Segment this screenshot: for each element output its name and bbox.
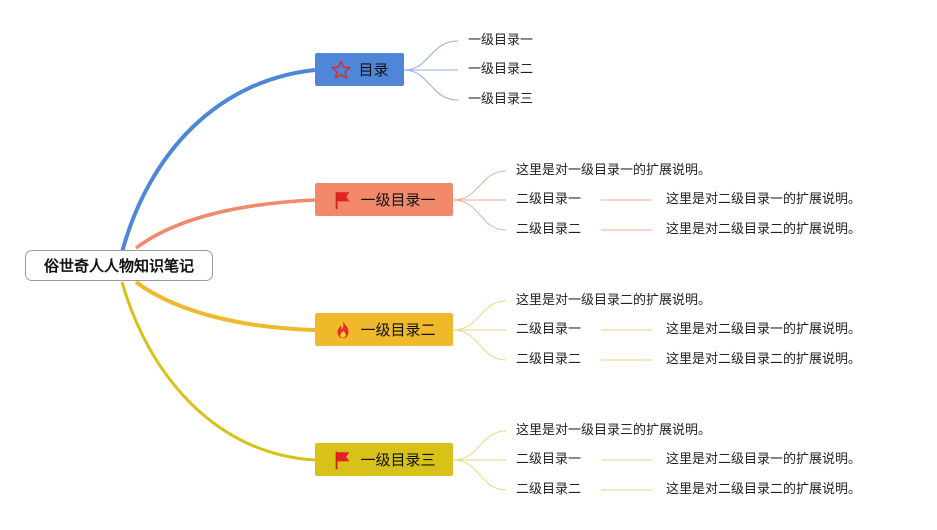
branch-3-node[interactable]: 一级目录三	[315, 443, 453, 476]
toc-item-1[interactable]: 一级目录一	[468, 33, 534, 48]
branch-2-child-2[interactable]: 二级目录二	[516, 352, 582, 367]
branch-2-child-1[interactable]: 二级目录一	[516, 322, 582, 337]
connector-b1-desc	[452, 170, 507, 201]
root-label: 俗世奇人人物知识笔记	[43, 257, 194, 275]
connector-toc-item-1	[403, 40, 459, 71]
branch-1-node[interactable]: 一级目录一	[315, 183, 453, 216]
flag-icon	[332, 189, 354, 211]
branch-3-child-2[interactable]: 二级目录二	[516, 482, 582, 497]
branch-1-child-2[interactable]: 二级目录二	[516, 222, 582, 237]
branch-1-child-1-note[interactable]: 这里是对二级目录一的扩展说明。	[666, 192, 862, 207]
connector-root-toc	[120, 68, 316, 253]
toc-node[interactable]: 目录	[315, 53, 404, 86]
branch-3-label: 一级目录三	[360, 451, 436, 469]
fire-icon	[332, 319, 354, 341]
branch-2-child-2-note[interactable]: 这里是对二级目录二的扩展说明。	[666, 352, 862, 367]
branch-2-node[interactable]: 一级目录二	[315, 313, 453, 346]
branch-3-description[interactable]: 这里是对一级目录三的扩展说明。	[516, 423, 712, 438]
branch-1-label: 一级目录一	[360, 191, 436, 209]
branch-3-child-1[interactable]: 二级目录一	[516, 452, 582, 467]
branch-2-description[interactable]: 这里是对一级目录二的扩展说明。	[516, 293, 712, 308]
connector-root-branch-1	[134, 198, 316, 250]
branch-1-description[interactable]: 这里是对一级目录一的扩展说明。	[516, 163, 712, 178]
branch-1-child-2-note[interactable]: 这里是对二级目录二的扩展说明。	[666, 222, 862, 237]
connector-b1-child-2	[452, 199, 507, 231]
star-icon	[330, 59, 352, 81]
branch-3-child-1-note[interactable]: 这里是对二级目录一的扩展说明。	[666, 452, 862, 467]
connector-toc-item-3	[403, 69, 459, 101]
connector-b3-desc	[452, 430, 507, 461]
connector-b2-desc	[452, 300, 507, 331]
connector-b2-child-2	[452, 329, 507, 361]
root-node[interactable]: 俗世奇人人物知识笔记	[25, 250, 213, 281]
toc-label: 目录	[358, 61, 389, 79]
branch-3-child-2-note[interactable]: 这里是对二级目录二的扩展说明。	[666, 482, 862, 497]
toc-item-2[interactable]: 一级目录二	[468, 62, 534, 77]
branch-1-child-1[interactable]: 二级目录一	[516, 192, 582, 207]
flag-icon	[332, 449, 354, 471]
branch-2-label: 一级目录二	[360, 321, 436, 339]
connector-root-branch-2	[134, 280, 316, 332]
branch-2-child-1-note[interactable]: 这里是对二级目录一的扩展说明。	[666, 322, 862, 337]
toc-item-3[interactable]: 一级目录三	[468, 92, 534, 107]
connector-root-branch-3	[120, 281, 316, 462]
connector-b3-child-2	[452, 459, 507, 491]
